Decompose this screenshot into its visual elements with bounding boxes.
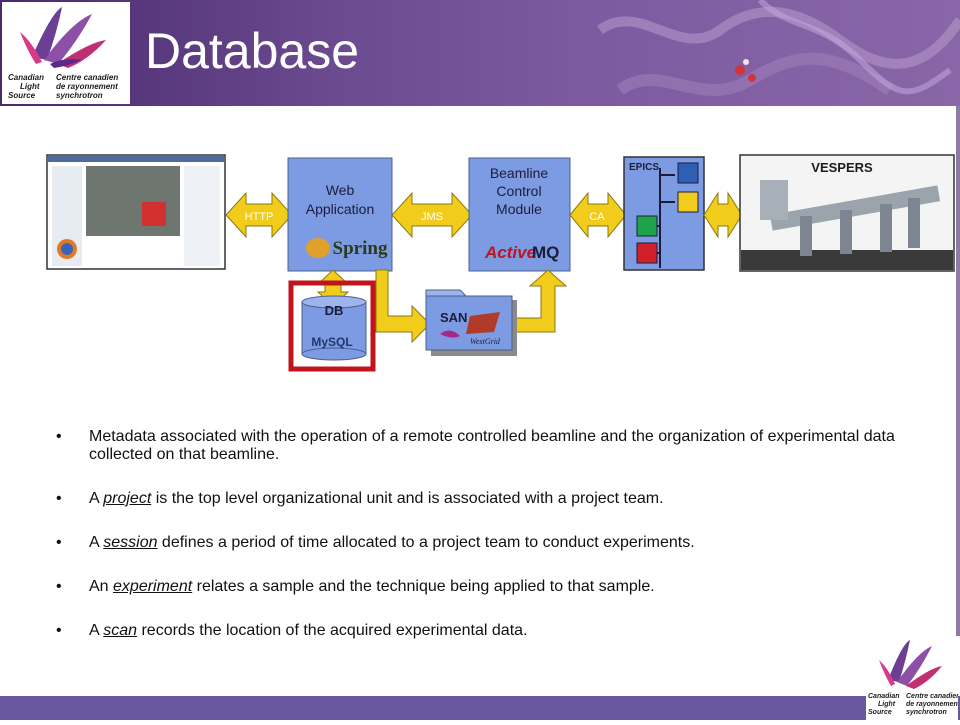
web-san-arrow xyxy=(375,269,431,344)
term-scan: scan xyxy=(103,622,138,639)
bullet-prefix: A xyxy=(89,622,104,639)
svg-text:Light: Light xyxy=(878,701,896,708)
bullet-prefix: An xyxy=(89,578,114,595)
san-folder: SAN WestGrid xyxy=(425,289,517,356)
footer-logo-mark: Canadian Light Source Centre canadien de… xyxy=(868,640,960,716)
bullet-prefix: A xyxy=(89,490,104,507)
san-beamline-arrow xyxy=(514,269,568,333)
bullet-item: A project is the top level organizationa… xyxy=(56,490,896,508)
jms-label: JMS xyxy=(421,211,443,223)
tomcat-icon xyxy=(306,238,330,258)
bullet-list: Metadata associated with the operation o… xyxy=(56,428,896,640)
bullet-text: defines a period of time allocated to a … xyxy=(157,534,695,551)
beamline-label-3: Module xyxy=(496,201,542,217)
web-app-label-1: Web xyxy=(326,182,355,198)
svg-text:de rayonnement: de rayonnement xyxy=(56,82,118,91)
bullet-item: A session defines a period of time alloc… xyxy=(56,534,896,552)
right-frame xyxy=(956,106,960,636)
epics-vespers-arrow xyxy=(703,191,743,239)
browser-screenshot xyxy=(46,154,226,270)
bullet-text: relates a sample and the technique being… xyxy=(192,578,655,595)
epics-red-node xyxy=(636,242,658,264)
ca-label: CA xyxy=(589,211,605,223)
svg-text:Centre canadien: Centre canadien xyxy=(906,693,958,700)
term-project: project xyxy=(103,490,152,507)
svg-text:Source: Source xyxy=(868,709,892,716)
architecture-diagram: Web Application Spring Beamline Control … xyxy=(46,154,955,372)
protein-structure-graphic xyxy=(597,0,960,96)
http-label: HTTP xyxy=(245,211,274,223)
bullet-prefix: A xyxy=(89,534,104,551)
svg-text:Centre canadien: Centre canadien xyxy=(56,73,118,82)
web-app-label-2: Application xyxy=(306,201,375,217)
svg-text:synchrotron: synchrotron xyxy=(906,709,947,716)
svg-text:Light: Light xyxy=(20,82,40,91)
bullet-text: records the location of the acquired exp… xyxy=(137,622,528,639)
spring-logo: Spring xyxy=(333,238,388,259)
epics-yellow-node xyxy=(677,191,699,213)
epics-label: EPICS xyxy=(629,162,659,173)
cls-logo: Canadian Light Source Centre canadien de… xyxy=(2,2,130,104)
bullet-item: A scan records the location of the acqui… xyxy=(56,622,896,640)
beamline-control-box: Beamline Control Module Active MQ xyxy=(468,157,571,272)
mysql-logo: MySQL xyxy=(311,335,352,349)
vespers-label: VESPERS xyxy=(811,160,873,175)
westgrid-logo: WestGrid xyxy=(470,337,501,346)
svg-text:de rayonnement: de rayonnement xyxy=(906,701,958,708)
svg-text:synchrotron: synchrotron xyxy=(56,91,103,100)
bullet-text: Metadata associated with the operation o… xyxy=(89,428,895,463)
svg-text:Source: Source xyxy=(8,91,36,100)
beamline-label-1: Beamline xyxy=(490,165,549,181)
term-session: session xyxy=(103,534,158,551)
bullet-text: is the top level organizational unit and… xyxy=(151,490,664,507)
san-label: SAN xyxy=(440,310,467,325)
svg-text:Canadian: Canadian xyxy=(868,693,900,700)
svg-text:Canadian: Canadian xyxy=(8,73,44,82)
bullet-item: An experiment relates a sample and the t… xyxy=(56,578,896,596)
beamline-label-2: Control xyxy=(496,183,541,199)
db-label: DB xyxy=(325,303,344,318)
page-title: Database xyxy=(145,23,360,79)
activemq-logo-b: MQ xyxy=(532,243,559,262)
footer-bar xyxy=(0,696,960,720)
web-application-box: Web Application Spring xyxy=(287,157,393,272)
term-experiment: experiment xyxy=(113,578,193,595)
vespers-box: VESPERS xyxy=(739,154,955,272)
bullet-item: Metadata associated with the operation o… xyxy=(56,428,896,464)
activemq-logo-a: Active xyxy=(484,243,536,262)
db-cylinder: DB MySQL xyxy=(301,295,367,361)
epics-blue-node xyxy=(677,162,699,184)
epics-box: EPICS xyxy=(623,156,705,271)
db-highlight xyxy=(288,280,376,372)
cls-logo-mark: Canadian Light Source Centre canadien de… xyxy=(8,7,118,100)
header-banner xyxy=(0,0,960,106)
footer-cls-logo: Canadian Light Source Centre canadien de… xyxy=(866,636,960,720)
epics-green-node xyxy=(636,215,658,237)
